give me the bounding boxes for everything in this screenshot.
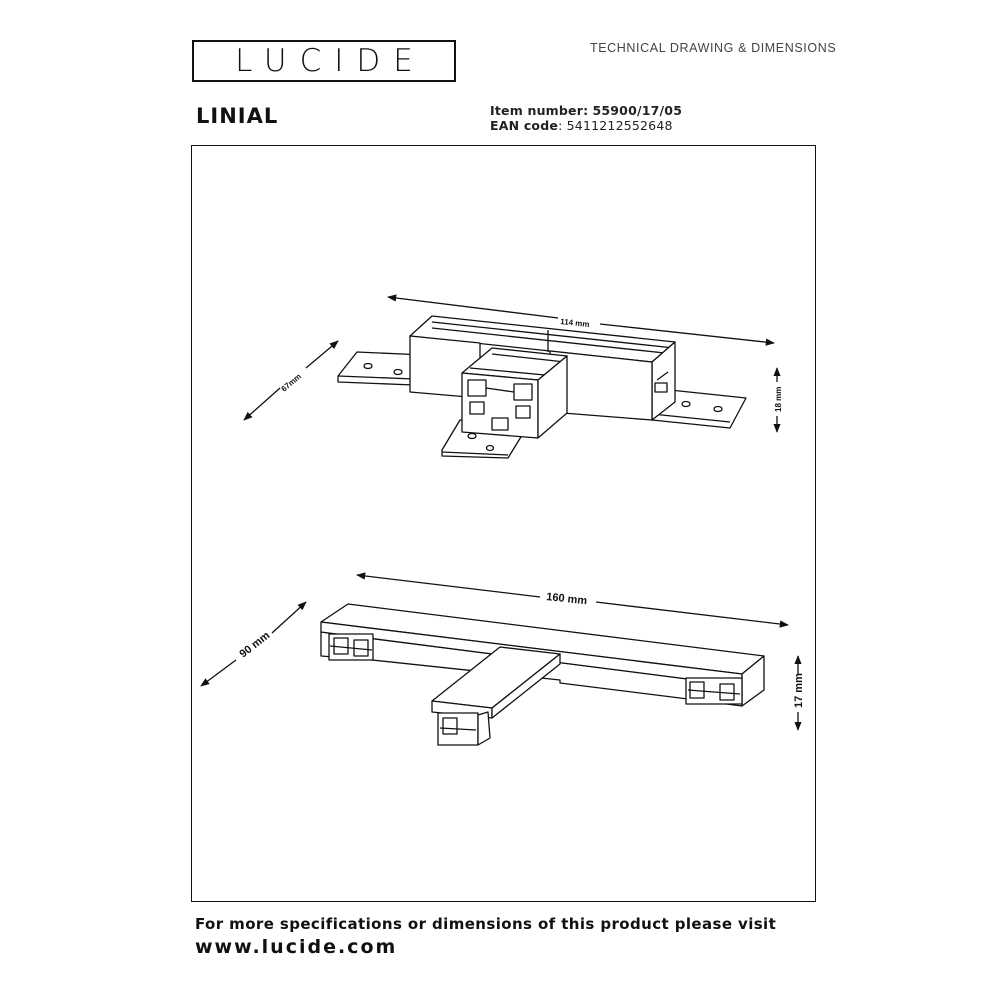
bottom-view-drawing xyxy=(320,603,765,746)
top-length-label: 114 mm xyxy=(560,317,590,329)
item-number: Item number: 55900/17/05 xyxy=(490,103,682,118)
brand-logo: LUCIDE xyxy=(192,40,456,82)
footer-website-link[interactable]: www.lucide.com xyxy=(195,936,398,958)
footer-text: For more specifications or dimensions of… xyxy=(195,915,777,933)
product-name: LINIAL xyxy=(196,104,279,128)
bottom-length-label: 160 mm xyxy=(546,591,588,607)
document-heading: TECHNICAL DRAWING & DIMENSIONS xyxy=(590,41,837,55)
ean-label: EAN code xyxy=(490,118,559,133)
bottom-height-label: 17 mm xyxy=(793,673,805,708)
top-view-dimensions xyxy=(243,294,781,433)
ean-value: : 5411212552648 xyxy=(558,118,673,133)
drawing-frame xyxy=(191,145,816,902)
item-number-value: 55900/17/05 xyxy=(592,103,683,118)
top-view-drawing xyxy=(337,315,747,459)
item-number-label: Item number: xyxy=(490,103,589,118)
bottom-depth-label: 90 mm xyxy=(237,629,272,660)
brand-logo-text: LUCIDE xyxy=(235,43,426,79)
top-depth-label: 67mm xyxy=(280,372,303,394)
ean-code: EAN code: 5411212552648 xyxy=(490,118,673,133)
bottom-view-dimensions xyxy=(200,572,802,731)
top-height-label: 18 mm xyxy=(774,387,783,412)
